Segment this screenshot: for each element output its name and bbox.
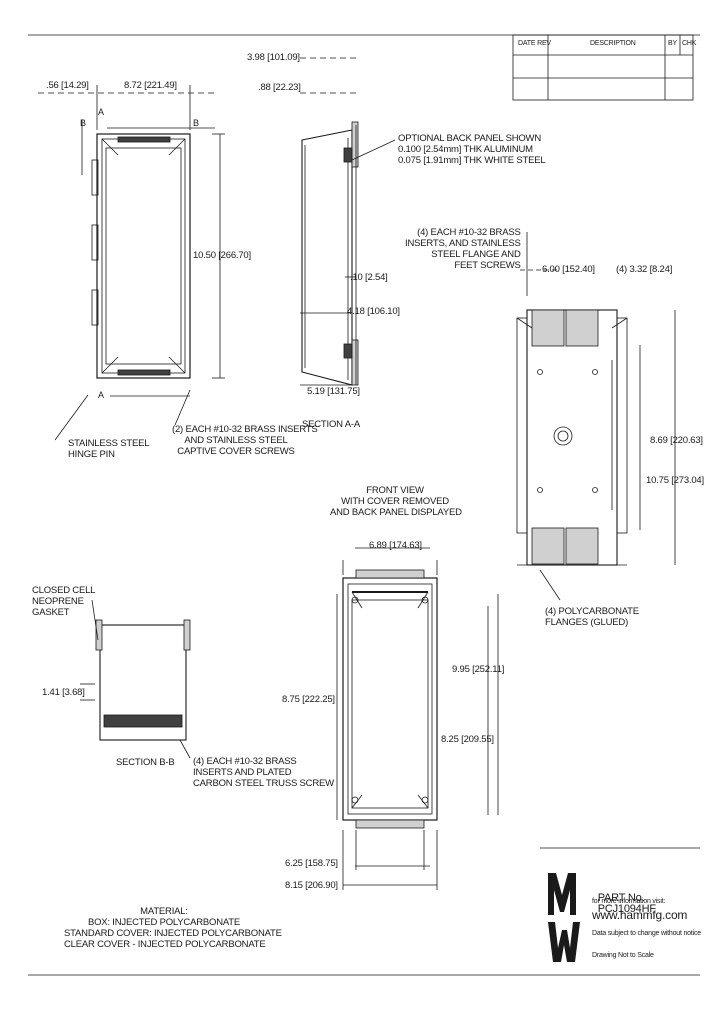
part-notice: Data subject to change without notice (592, 930, 701, 937)
label-gasket: CLOSED CELL NEOPRENE GASKET (32, 585, 96, 618)
part-number-line: PART No. PCJ1094HF (592, 882, 656, 915)
section-aa-view (300, 57, 396, 386)
label-cover-screws: (2) EACH #10-32 BRASS INSERTS AND STAINL… (172, 424, 318, 457)
part-prefix: PART No. (597, 892, 645, 904)
part-info: for more information visit: (592, 898, 666, 905)
dim-right-total-h: 10.75 [273.04] (646, 475, 704, 486)
dim-side-depth: .88 [22.23] (258, 82, 301, 93)
label-front-view: FRONT VIEW WITH COVER REMOVED AND BACK P… (330, 485, 462, 518)
dim-top-offset: 3.98 [101.09] (247, 52, 300, 63)
top-view-dims (38, 85, 225, 441)
label-brass-inserts: (4) EACH #10-32 BRASS INSERTS, AND STAIN… (405, 227, 521, 271)
section-mark-b-left: B (80, 118, 86, 128)
revision-block (512, 34, 694, 101)
label-flanges: (4) POLYCARBONATE FLANGES (GLUED) (545, 606, 639, 628)
dim-front-width: 6.89 [174.63] (369, 540, 422, 551)
label-hinge-pin: STAINLESS STEEL HINGE PIN (68, 438, 150, 460)
front-view-enclosure (336, 547, 499, 890)
top-view-enclosure (81, 120, 215, 379)
label-material: MATERIAL: BOX: INJECTED POLYCARBONATE ST… (64, 906, 282, 950)
dim-front-bottom-w2: 8.15 [206.90] (285, 880, 338, 891)
section-mark-a-bottom: A (98, 390, 104, 400)
label-truss-screw: (4) EACH #10-32 BRASS INSERTS AND PLATED… (193, 756, 334, 789)
dim-right-holes: 6.00 [152.40] (542, 264, 595, 275)
label-section-aa: SECTION A-A (302, 419, 360, 430)
rev-header-date: DATE REV (518, 40, 551, 47)
hammond-logo-icon (548, 873, 580, 962)
rev-header-description: DESCRIPTION (590, 40, 636, 47)
dim-total-depth: 5.19 [131.75] (307, 386, 360, 397)
section-mark-b-right: B (193, 118, 199, 128)
dim-front-panel-h: 8.25 [209.55] (441, 734, 494, 745)
section-mark-a-top: A (98, 107, 104, 117)
dim-right-inner-h: 8.69 [220.63] (650, 435, 703, 446)
dim-panel-offset: .10 [2.54] (350, 272, 388, 283)
rev-header-chk: CHK (682, 40, 697, 47)
dim-left-margin: .56 [14.29] (46, 80, 89, 91)
dim-inner-depth: 4.18 [106.10] (347, 306, 400, 317)
dim-front-inner-h: 8.75 [222.25] (282, 694, 335, 705)
back-view-enclosure (516, 232, 676, 601)
dim-width-view: 8.72 [221.49] (124, 80, 177, 91)
dim-front-total-h: 9.95 [252.11] (452, 664, 505, 675)
dim-gasket-h: 1.41 [3.68] (42, 687, 85, 698)
dim-height-view: 10.50 [266.70] (193, 250, 251, 261)
dim-right-slot: (4) 3.32 [8.24] (616, 264, 673, 275)
dim-front-bottom-w1: 6.25 [158.75] (285, 858, 338, 869)
label-back-panel: OPTIONAL BACK PANEL SHOWN 0.100 [2.54mm]… (398, 133, 546, 166)
label-section-bb: SECTION B-B (116, 757, 175, 768)
part-scale: Drawing Not to Scale (592, 952, 654, 959)
part-number: PCJ1094HF (597, 903, 656, 915)
rev-header-by: BY (668, 40, 677, 47)
part-url[interactable]: www.hammfg.com (592, 908, 688, 922)
section-bb-view (80, 599, 191, 759)
